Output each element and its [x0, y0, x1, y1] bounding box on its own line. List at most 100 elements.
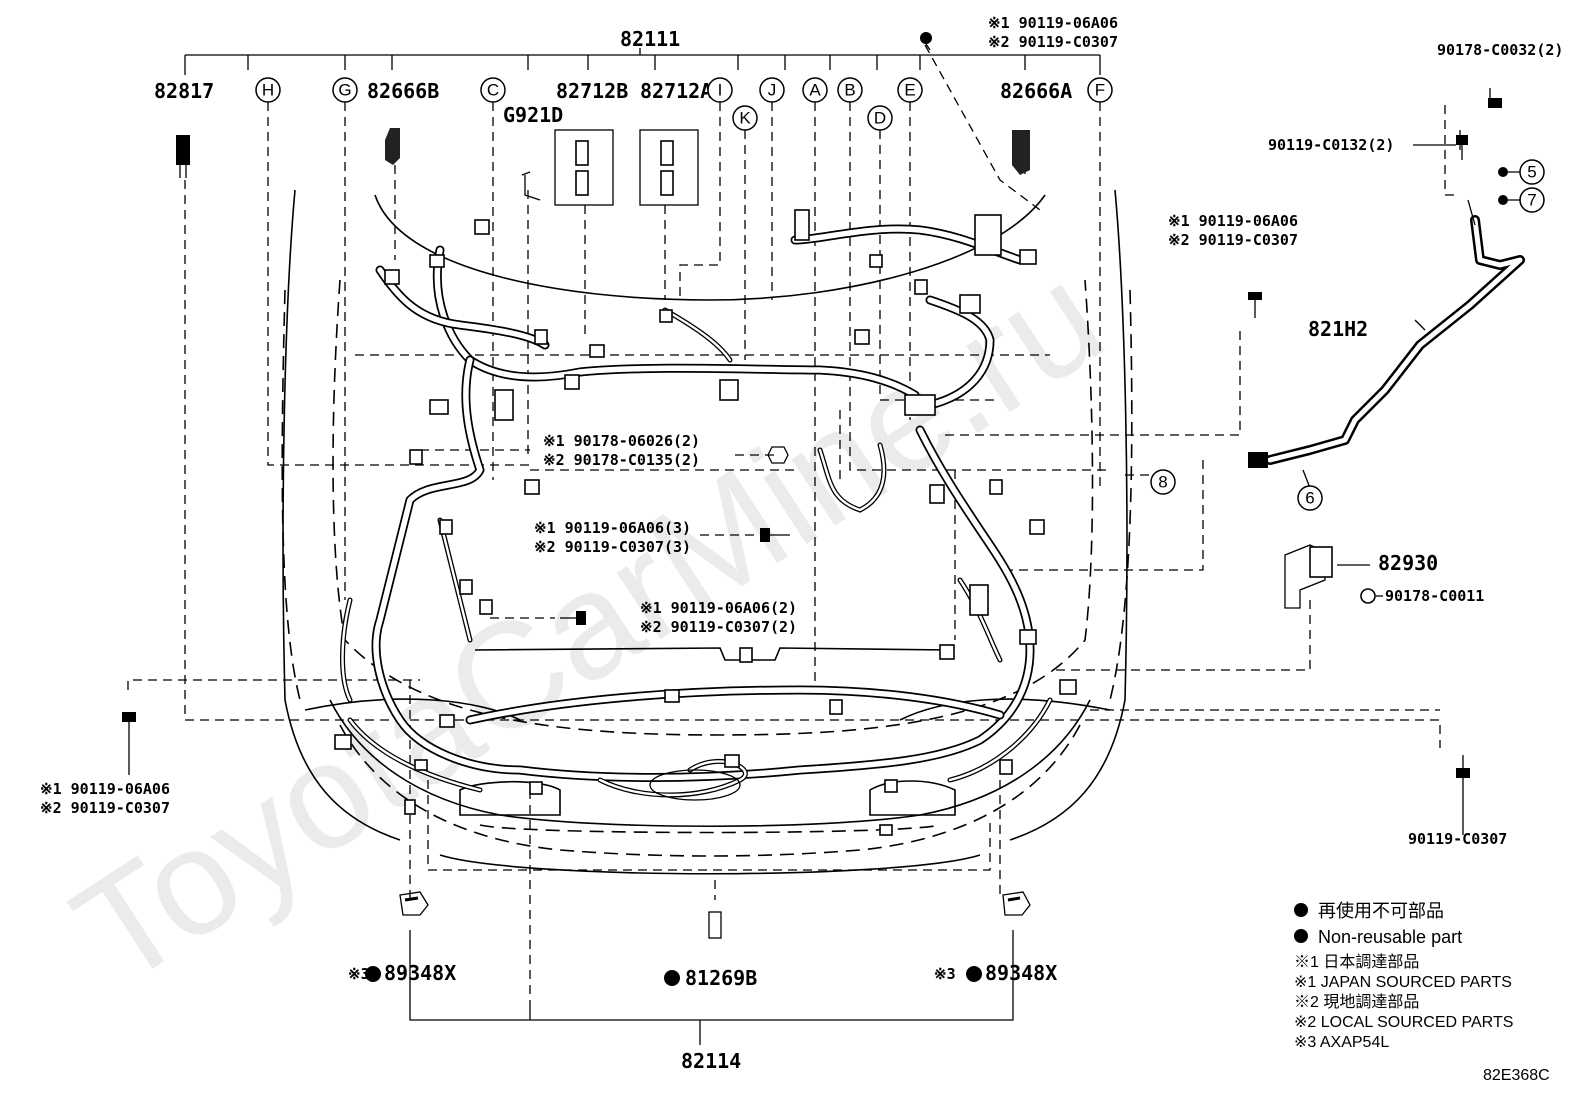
- bolt-icon-right: [1248, 292, 1262, 318]
- circle-letter-g: G: [332, 77, 358, 103]
- label-82666a: 82666A: [1000, 79, 1072, 103]
- harness-connectors: [334, 209, 1077, 836]
- nut-icon-90178-c0032: [1488, 98, 1502, 108]
- legend-local-sourced-jp: ※2 現地調達部品: [1294, 993, 1419, 1011]
- fastener-center-bolt2-1: ※1 90119-06A06(2): [640, 599, 797, 617]
- non-reusable-dot-socket-left: [365, 966, 381, 982]
- legend-non-reusable-en: Non-reusable part: [1318, 927, 1462, 947]
- label-82114: 82114: [681, 1049, 741, 1073]
- fastener-top-1: ※1 90119-06A06: [988, 14, 1118, 32]
- svg-text:6: 6: [1305, 489, 1314, 508]
- label-89348x-left: 89348X: [384, 961, 456, 985]
- fastener-90178-c0011: 90178-C0011: [1385, 587, 1484, 605]
- legend-axap54l: ※3 AXAP54L: [1294, 1034, 1389, 1051]
- bolt-icon-top: [920, 32, 932, 51]
- bolt-icon-center-2: [560, 611, 586, 625]
- legend-japan-sourced-en: ※1 JAPAN SOURCED PARTS: [1294, 974, 1512, 991]
- svg-text:I: I: [718, 81, 723, 100]
- bolt-icon-right-low: [1456, 755, 1470, 835]
- svg-text:8: 8: [1158, 473, 1167, 492]
- circle-letter-i: I: [707, 77, 733, 103]
- legend-japan-sourced-jp: ※1 日本調達部品: [1294, 953, 1419, 971]
- fastener-90119-c0132: 90119-C0132(2): [1268, 136, 1394, 154]
- label-82817: 82817: [154, 79, 214, 103]
- label-82111: 82111: [620, 27, 680, 51]
- legend-non-reusable-jp: 再使用不可部品: [1318, 901, 1444, 921]
- circle-letter-b: B: [837, 77, 863, 103]
- diagram-id: 82E368C: [1483, 1067, 1550, 1084]
- circle-letter-a: A: [802, 77, 828, 103]
- circle-letter-j: J: [759, 77, 785, 103]
- label-82930: 82930: [1378, 551, 1438, 575]
- label-81269b: 81269B: [685, 966, 757, 990]
- fastener-left-1: ※1 90119-06A06: [40, 780, 170, 798]
- legend-local-sourced-en: ※2 LOCAL SOURCED PARTS: [1294, 1014, 1513, 1031]
- circle-letter-d: D: [867, 105, 893, 131]
- label-82712b: 82712B: [556, 79, 628, 103]
- label-821h2: 821H2: [1308, 317, 1368, 341]
- svg-text:F: F: [1095, 81, 1105, 100]
- fastener-left-2: ※2 90119-C0307: [40, 799, 170, 817]
- svg-text:K: K: [739, 109, 751, 128]
- fastener-center-bolt3-2: ※2 90119-C0307(3): [534, 538, 691, 556]
- watermark: ToyotaCarMine.ru: [46, 231, 1130, 1017]
- socket-prefix-left: ※3: [348, 965, 370, 983]
- fastener-icon-5: [1498, 167, 1508, 177]
- part-icons: [122, 32, 1525, 939]
- cover-icon-81269b: [708, 911, 722, 939]
- svg-text:A: A: [809, 81, 821, 100]
- fastener-90178-c0032: 90178-C0032(2): [1437, 41, 1563, 59]
- non-reusable-dot-81269b: [664, 970, 680, 986]
- nut-icon-center: [767, 446, 789, 464]
- clip-icon-82817: [176, 135, 190, 178]
- part-number-labels: 82111 82817 82666B 82712B 82712A G921D 8…: [154, 27, 1438, 1073]
- svg-text:H: H: [262, 81, 274, 100]
- fastener-right-1: ※1 90119-06A06: [1168, 212, 1298, 230]
- legend-dot-en: [1294, 929, 1308, 943]
- sub-harness-821h2: [1248, 199, 1525, 468]
- fastener-top-2: ※2 90119-C0307: [988, 33, 1118, 51]
- relay-block-icon-82712a: [639, 129, 699, 206]
- label-g921d: G921D: [503, 103, 563, 127]
- circle-letter-k: K: [732, 105, 758, 131]
- svg-text:G: G: [338, 81, 351, 100]
- socket-icon-left: [399, 891, 429, 916]
- circled-numbers: 5 7 6 8: [1150, 159, 1545, 511]
- svg-text:7: 7: [1527, 191, 1536, 210]
- right-leader-lines: [1302, 88, 1520, 597]
- fastener-icon-7: [1498, 195, 1508, 205]
- top-leader-lines: [184, 48, 1101, 75]
- bracket-icon-82666b: [385, 128, 400, 165]
- svg-text:C: C: [487, 81, 499, 100]
- svg-text:5: 5: [1527, 163, 1536, 182]
- fastener-right-2: ※2 90119-C0307: [1168, 231, 1298, 249]
- ground-wire-icon: [521, 171, 541, 201]
- bolt-icon-center-3: [760, 528, 790, 542]
- label-82712a: 82712A: [640, 79, 712, 103]
- fastener-center-bolt2-2: ※2 90119-C0307(2): [640, 618, 797, 636]
- bolt-icon-left: [122, 712, 136, 775]
- bolt-icon-90119-c0132: [1456, 135, 1468, 160]
- svg-text:J: J: [768, 81, 777, 100]
- circle-number-6: 6: [1297, 485, 1323, 511]
- relay-block-icon-82712b: [554, 129, 614, 206]
- relay-bracket-icon-82930: [1284, 544, 1333, 609]
- circle-letter-h: H: [255, 77, 281, 103]
- fastener-center-bolt3-1: ※1 90119-06A06(3): [534, 519, 691, 537]
- bottom-leader-lines: [409, 930, 1014, 1045]
- nut-icon-90178-c0011: [1360, 588, 1376, 604]
- circle-number-5: 5: [1519, 159, 1545, 185]
- socket-prefix-right: ※3: [934, 965, 956, 983]
- fastener-center-nut-1: ※1 90178-06026(2): [543, 432, 700, 450]
- legend: 再使用不可部品 Non-reusable part ※1 日本調達部品 ※1 J…: [1294, 901, 1513, 1051]
- bracket-icon-82666a: [1012, 130, 1030, 175]
- svg-text:D: D: [874, 109, 886, 128]
- label-89348x-right: 89348X: [985, 961, 1057, 985]
- circle-number-7: 7: [1519, 187, 1545, 213]
- circle-letter-c: C: [480, 77, 506, 103]
- circled-letters: H G C I J K A B: [255, 77, 1113, 131]
- non-reusable-dot-socket-right: [966, 966, 982, 982]
- legend-dot-jp: [1294, 903, 1308, 917]
- svg-text:B: B: [844, 81, 855, 100]
